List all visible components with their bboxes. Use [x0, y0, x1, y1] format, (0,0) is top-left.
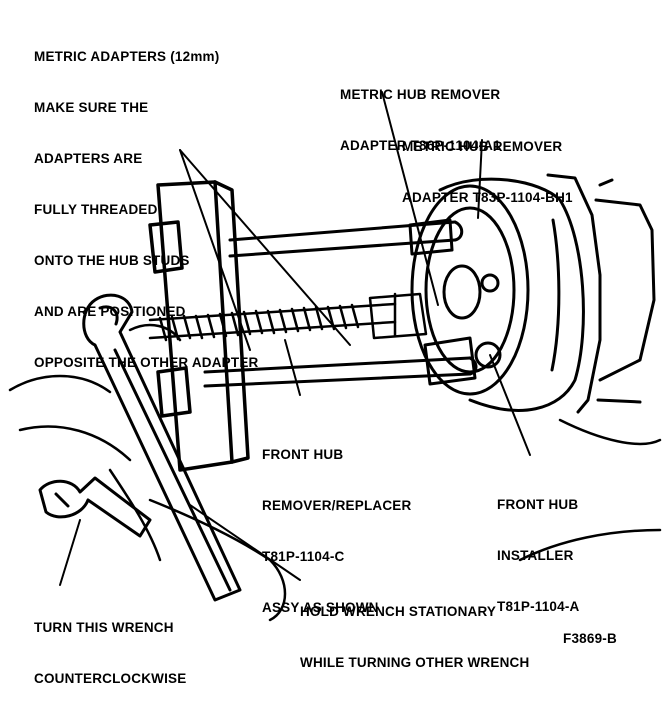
remover-adapter-a1-label: METRIC HUB REMOVER ADAPTER T86P-1104-A1: [340, 87, 501, 153]
wrench-stationary: [82, 293, 242, 602]
remover-adapter-bh1-label: METRIC HUB REMOVER ADAPTER T83P-1104-BH1: [402, 139, 573, 205]
remover-replacer-label: FRONT HUB REMOVER/REPLACER T81P-1104-C A…: [262, 447, 412, 615]
guide-rods: [203, 220, 478, 388]
turn-wrench-label: TURN THIS WRENCH COUNTERCLOCKWISE: [34, 620, 187, 686]
hub-removal-diagram: METRIC ADAPTERS (12mm) MAKE SURE THE ADA…: [8, 49, 662, 686]
metric-adapters-label: METRIC ADAPTERS (12mm) MAKE SURE THE ADA…: [34, 49, 259, 370]
hub-installer-label: FRONT HUB INSTALLER T81P-1104-A: [497, 497, 580, 614]
leader-lines: [59, 91, 531, 586]
hold-wrench-label: HOLD WRENCH STATIONARY WHILE TURNING OTH…: [300, 604, 530, 670]
frame-outline: [518, 418, 662, 562]
figure-code: F3869-B: [563, 631, 617, 646]
hub-rotor-assembly: [410, 173, 656, 414]
forcing-screw: [148, 292, 428, 342]
metric-adapters: [408, 218, 502, 386]
hub-tool-illustration: [8, 91, 662, 622]
